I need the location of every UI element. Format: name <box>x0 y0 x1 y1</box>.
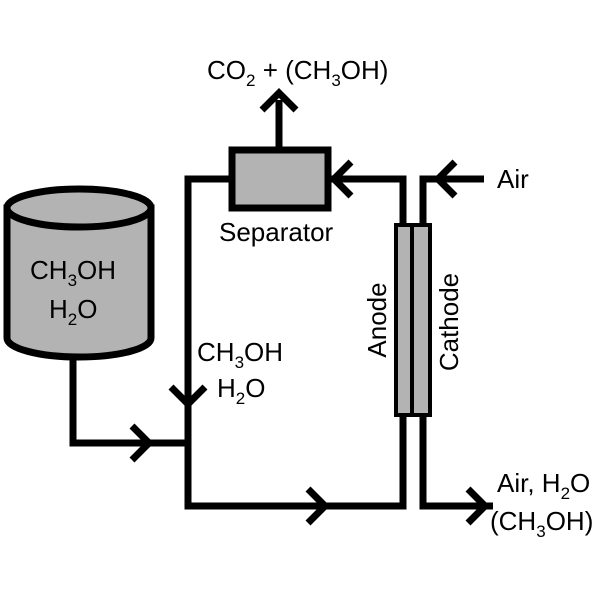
feed-h: H <box>217 373 236 403</box>
exhaust-label: CO2 + (CH3OH) <box>207 55 388 90</box>
arrow-exhaust-up <box>259 88 299 113</box>
anode-label: Anode <box>362 282 392 357</box>
feed-oh: OH <box>244 337 283 367</box>
flow-arrows <box>129 88 490 526</box>
outlet-ch-sub: 3 <box>536 522 545 541</box>
exhaust-oh: OH) <box>341 55 389 85</box>
tank-label-line2: H2O <box>49 294 97 329</box>
outlet-o: O <box>570 468 590 498</box>
outlet-air-h: Air, H <box>497 468 561 498</box>
arrow-tank-feed <box>129 423 154 463</box>
arrow-air-out <box>465 486 490 526</box>
cathode-plate <box>410 223 432 417</box>
tank-h-sub: 2 <box>68 310 77 329</box>
tank-ch: CH <box>30 255 68 285</box>
fuel-cell <box>394 223 432 417</box>
tank-o: O <box>77 294 97 324</box>
feed-ch: CH <box>197 337 235 367</box>
cathode-label: Cathode <box>434 273 464 371</box>
outlet-h-sub: 2 <box>561 484 570 503</box>
exhaust-co-sub: 2 <box>246 71 255 90</box>
exhaust-co: CO <box>207 55 246 85</box>
outlet-label-line2: (CH3OH) <box>490 506 593 541</box>
feed-label-line1: CH3OH <box>197 337 283 372</box>
arrow-down-feed <box>168 384 208 409</box>
feed-h-sub: 2 <box>236 389 245 408</box>
methanol-tank <box>3 185 155 361</box>
arrow-bottom-right <box>305 486 330 526</box>
outlet-oh: OH) <box>546 506 594 536</box>
exhaust-ch-sub: 3 <box>331 71 340 90</box>
feed-ch-sub: 3 <box>235 353 244 372</box>
anode-loop-pipe <box>184 175 407 510</box>
tank-oh: OH <box>77 255 116 285</box>
arrow-air-in <box>433 159 458 199</box>
tank-h: H <box>49 294 68 324</box>
tank-body <box>3 204 155 361</box>
separator-box <box>228 146 332 212</box>
tank-ch-sub: 3 <box>68 271 77 290</box>
exhaust-plus: + (CH <box>255 55 331 85</box>
separator-label: Separator <box>219 217 334 247</box>
tank-top <box>3 185 155 231</box>
tank-outlet-pipe <box>69 357 188 447</box>
air-in-label: Air <box>497 164 529 194</box>
arrow-into-separator <box>329 159 354 199</box>
tank-label-line1: CH3OH <box>30 255 116 290</box>
feed-o: O <box>245 373 265 403</box>
outlet-label-line1: Air, H2O <box>497 468 590 503</box>
feed-label-line2: H2O <box>217 373 265 408</box>
outlet-ch: (CH <box>490 506 536 536</box>
